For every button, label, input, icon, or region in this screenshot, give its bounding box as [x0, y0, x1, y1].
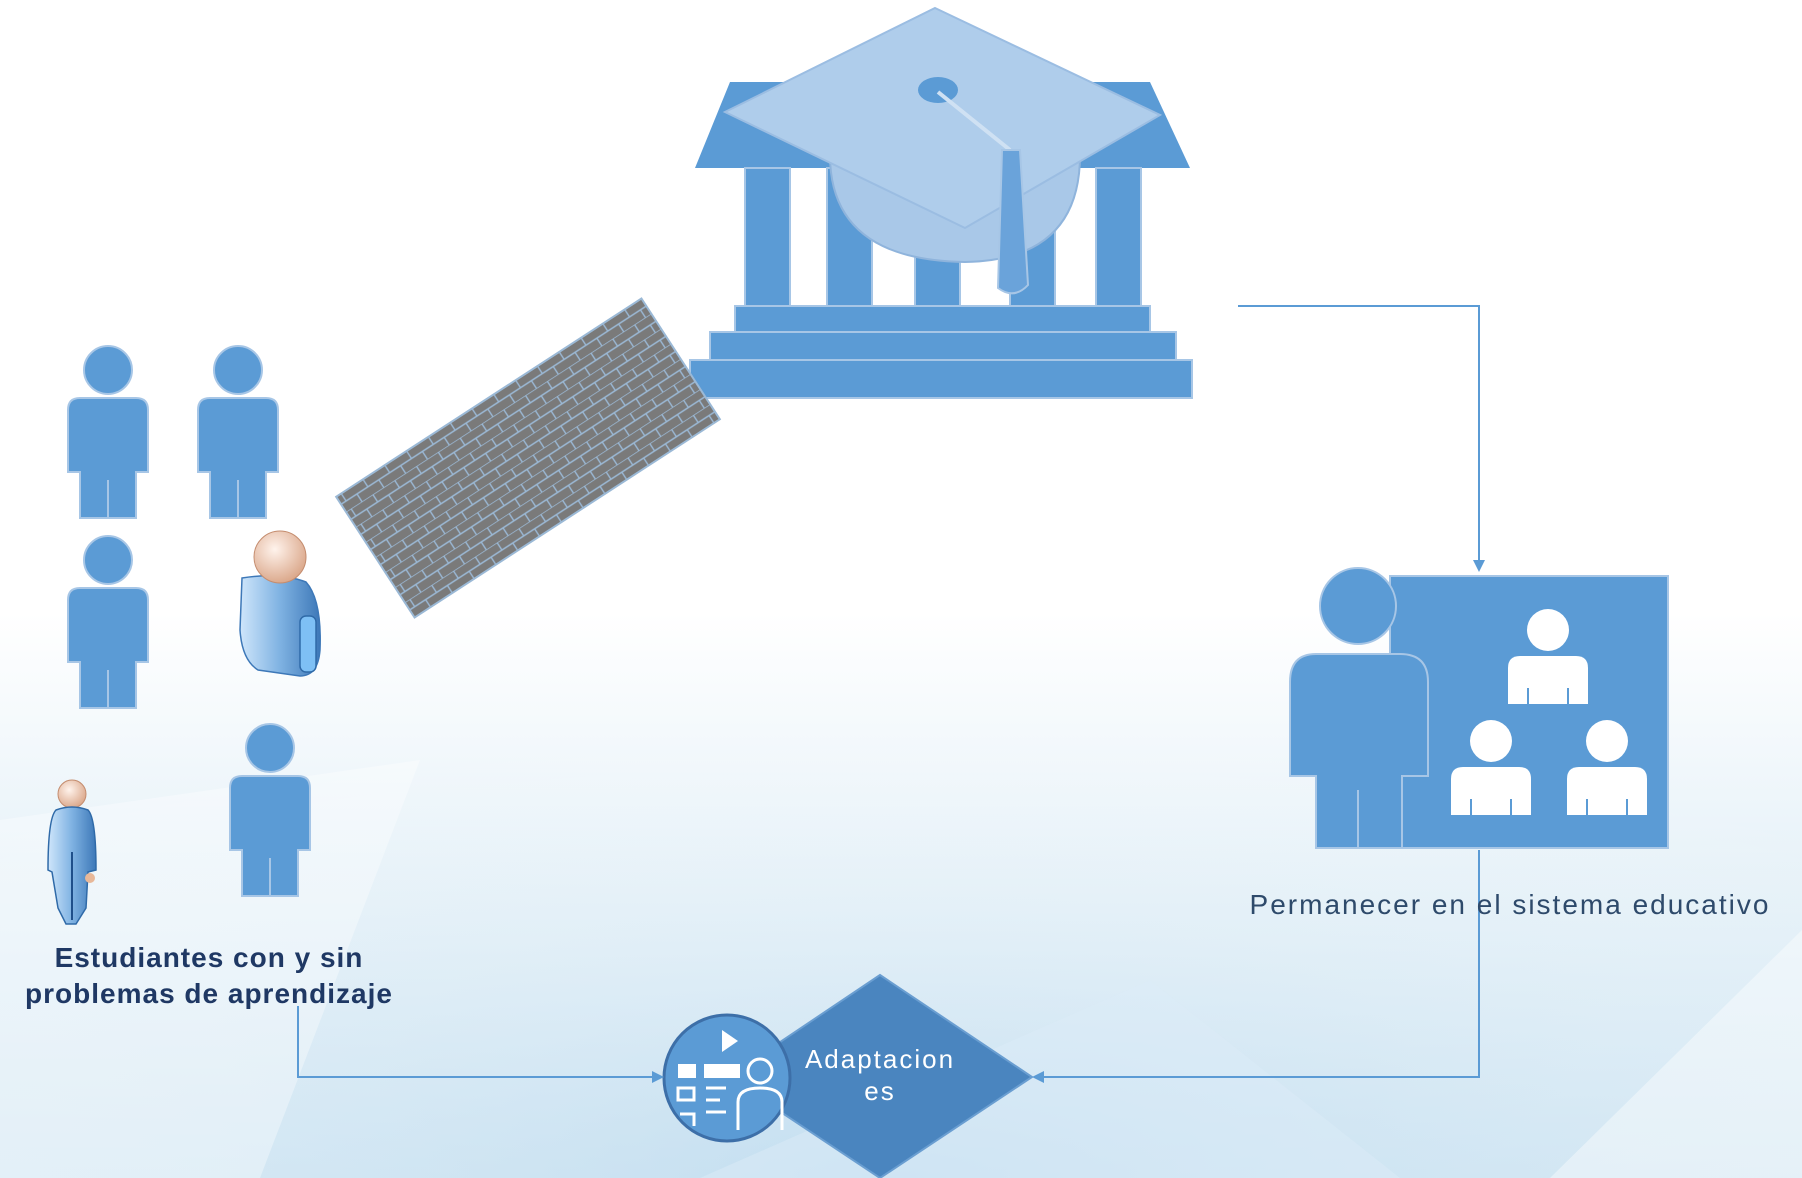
students-label: Estudiantes con y sin problemas de apren… — [4, 940, 414, 1012]
edge-teacher-to-adaptations — [1032, 850, 1480, 1083]
presentation-user-icon — [662, 1013, 792, 1143]
edge-institution-to-teacher — [1238, 305, 1485, 572]
brick-wall-barrier-icon — [334, 297, 722, 619]
university-building-with-graduation-cap-icon — [689, 6, 1193, 399]
students-label-line2: problemas de aprendizaje — [25, 978, 393, 1009]
edge-students-to-adaptations — [297, 1006, 664, 1083]
student-group-icon — [47, 345, 321, 925]
adaptations-label: Adaptacion es — [790, 1043, 970, 1107]
connectors — [297, 305, 1485, 1083]
teacher-with-classroom-icon — [1289, 567, 1669, 849]
adaptations-label-line1: Adaptacion — [804, 1044, 956, 1074]
adaptations-label-line2: es — [864, 1076, 896, 1106]
students-label-line1: Estudiantes con y sin — [54, 942, 364, 973]
teacher-label: Permanecer en el sistema educativo — [1249, 889, 1771, 920]
